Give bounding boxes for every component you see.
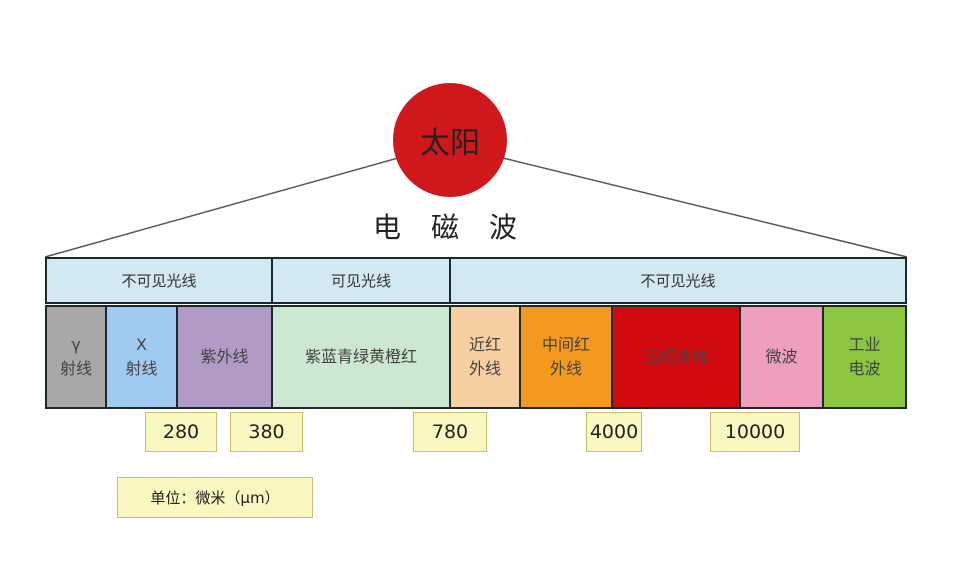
boundary-10000: 10000 [710, 412, 800, 452]
boundary-280: 280 [145, 412, 217, 452]
diagram-title: 电磁波 [372, 211, 547, 244]
boundary-4000: 4000 [586, 412, 642, 452]
band-near-infrared: 近红 外线 [449, 305, 521, 409]
band-ultraviolet: 紫外线 [176, 305, 273, 409]
band-industrial-radio: 工业 电波 [822, 305, 907, 409]
band-visible: 紫蓝青绿黄橙红 [271, 305, 451, 409]
band-mid-infrared: 中间红 外线 [519, 305, 613, 409]
band-gamma: γ 射线 [45, 305, 107, 409]
sun-label: 太阳 [420, 126, 480, 161]
band-microwave: 微波 [739, 305, 824, 409]
group-visible: 可见光线 [271, 257, 451, 304]
unit-label: 单位：微米（μm） [117, 477, 313, 518]
boundary-380: 380 [230, 412, 303, 452]
sun-circle: 太阳 [393, 83, 507, 197]
boundary-780: 780 [413, 412, 487, 452]
band-far-infrared: 远红外线 [611, 305, 741, 409]
group-invisible-long: 不可见光线 [449, 257, 907, 304]
band-xray: X 射线 [105, 305, 178, 409]
group-invisible-short: 不可见光线 [45, 257, 273, 304]
